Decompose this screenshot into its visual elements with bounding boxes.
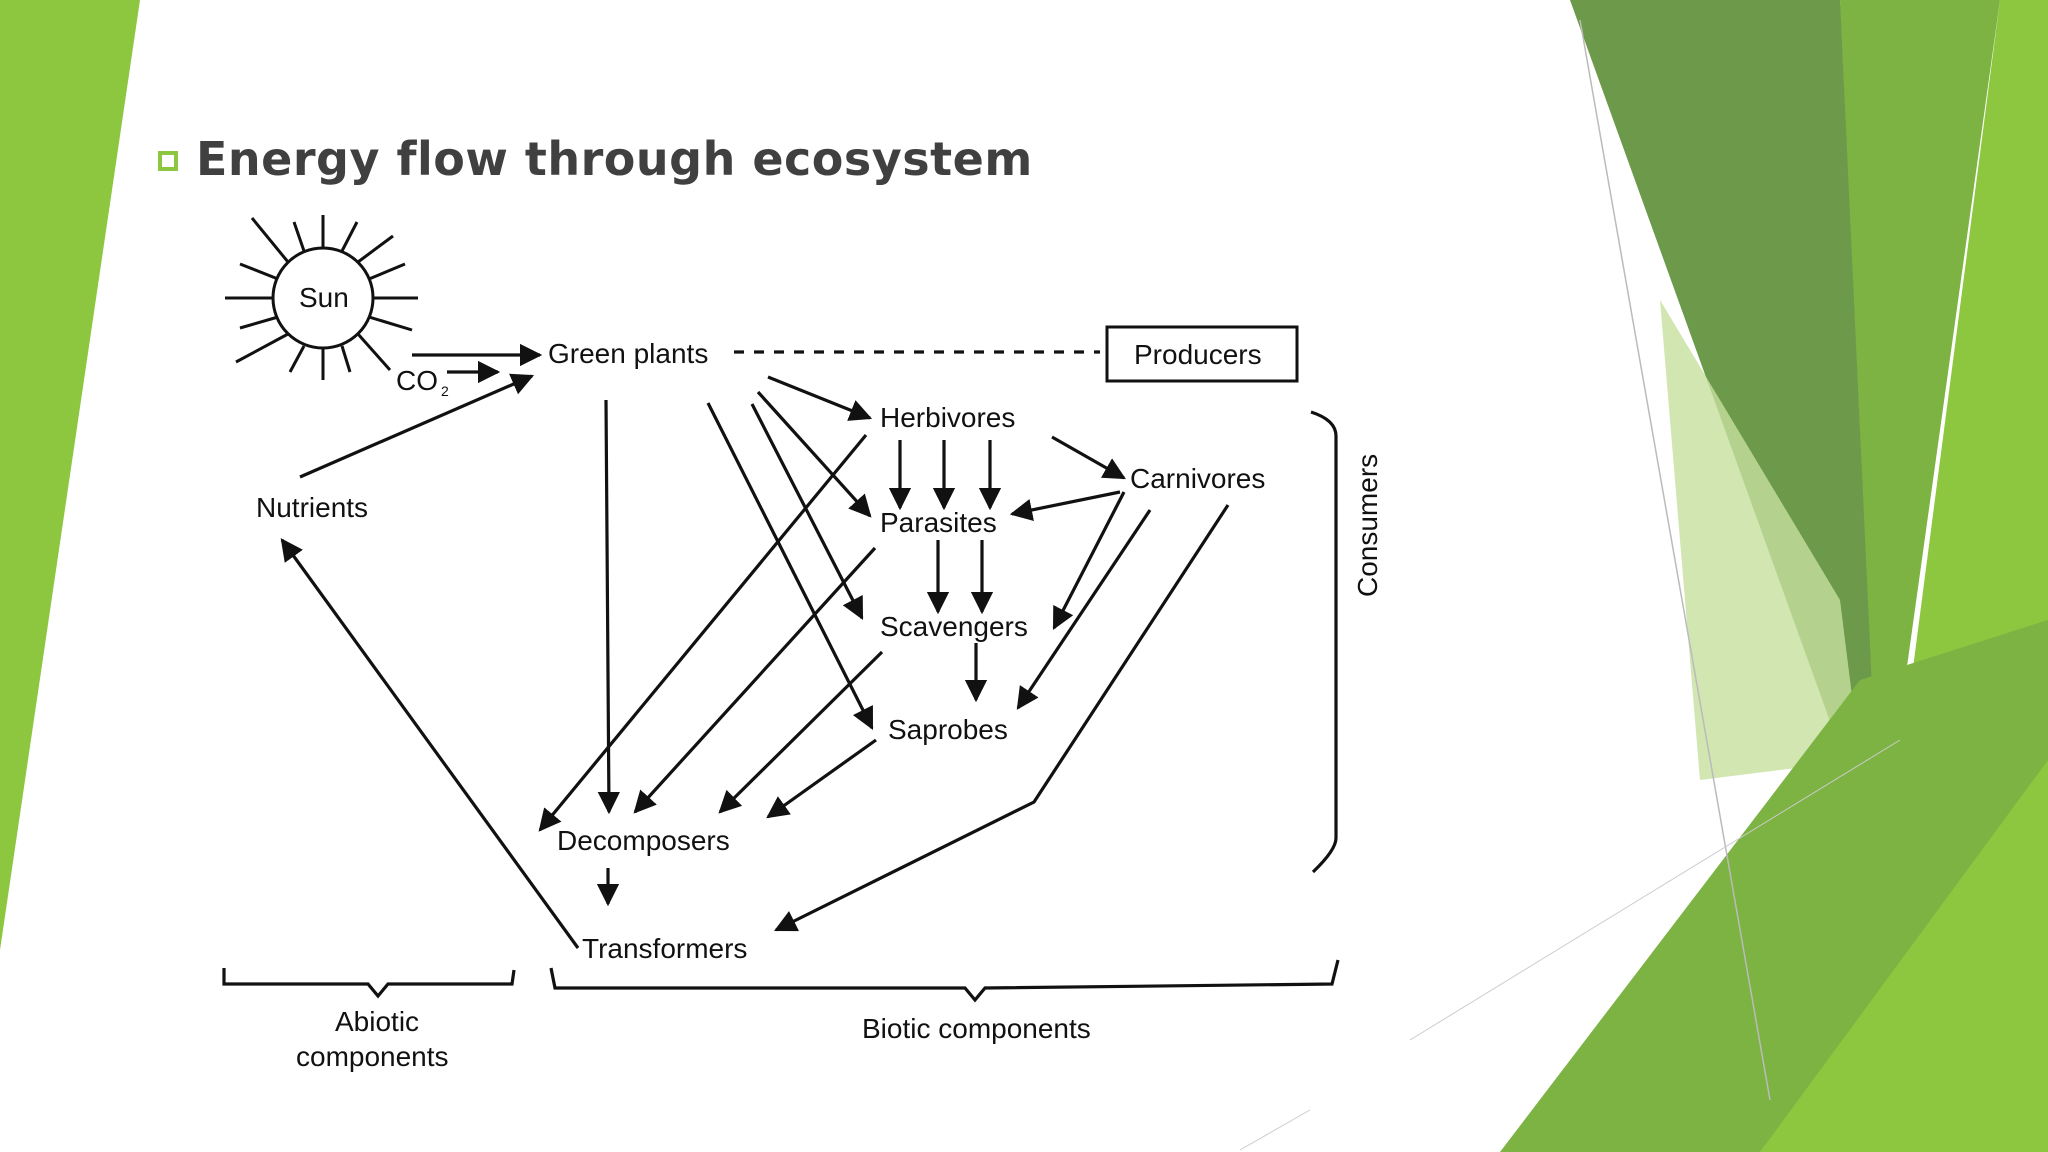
- arrow-plants-to-scavengers: [750, 403, 864, 620]
- biotic-brace: [549, 959, 1340, 1003]
- herbivores-label: Herbivores: [880, 402, 1015, 433]
- svg-text:CO: CO: [396, 365, 438, 396]
- scavengers-label: Scavengers: [880, 611, 1028, 642]
- carnivores-label: Carnivores: [1130, 463, 1265, 494]
- parasites-label: Parasites: [880, 507, 997, 538]
- arrow-saprobes-to-decomposers: [766, 738, 877, 819]
- consumers-bracket: [1310, 410, 1338, 874]
- thin-accent-line: [1409, 739, 1901, 1041]
- abiotic-label-line2: components: [296, 1041, 449, 1072]
- bottom-right-panel: [1760, 760, 2048, 1152]
- abiotic-brace: [222, 968, 516, 999]
- biotic-label: Biotic components: [862, 1013, 1091, 1044]
- right-light-panel: [1660, 300, 1860, 780]
- arrow-plants-to-decomposers: [597, 399, 621, 815]
- component-braces: [222, 410, 1340, 1003]
- arrow-herbivores-to-decomposers: [538, 433, 868, 832]
- producers-label: Producers: [1134, 339, 1262, 370]
- arrow-transformers-to-nutrients: [280, 538, 580, 949]
- arrow-herbivores-to-carnivores: [1051, 435, 1126, 480]
- arrow-nutrients-to-plants: [299, 373, 535, 479]
- arrow-carnivores-to-parasites: [1009, 490, 1121, 521]
- arrow-carnivores-to-saprobes: [1016, 509, 1152, 710]
- thin-accent-line: [1579, 19, 1771, 1101]
- checkbox-bullet-icon: [158, 151, 178, 171]
- arrow-scavengers-to-decomposers: [718, 650, 884, 814]
- arrow-parasites-to-decomposers: [633, 546, 877, 814]
- abiotic-label-line1: Abiotic: [335, 1006, 419, 1037]
- slide-title-text: Energy flow through ecosystem: [196, 132, 1033, 186]
- sun-icon: [225, 215, 418, 380]
- arrow-carnivores-to-scavengers: [1052, 491, 1126, 630]
- left-green-stripe: [0, 0, 140, 950]
- co2-label: CO 2: [396, 365, 449, 399]
- producers-box: [1105, 325, 1299, 383]
- decomposers-label: Decomposers: [557, 825, 730, 856]
- slide-title: Energy flow through ecosystem: [158, 132, 1033, 186]
- arrow-plants-to-saprobes: [706, 402, 874, 730]
- consumers-label: Consumers: [1352, 454, 1383, 597]
- arrow-plants-to-parasites: [756, 390, 872, 518]
- right-mid-panel: [1840, 0, 2000, 860]
- thin-accent-line: [1239, 1109, 1311, 1151]
- flow-arrows: [280, 343, 1230, 949]
- transformers-label: Transformers: [582, 933, 747, 964]
- sun-label: Sun: [299, 282, 349, 313]
- arrow-plants-to-herbivores: [767, 375, 873, 421]
- arrow-carnivores-to-transformers: [773, 504, 1230, 932]
- nutrients-label: Nutrients: [256, 492, 368, 523]
- green-plants-label: Green plants: [548, 338, 708, 369]
- svg-text:2: 2: [441, 383, 449, 399]
- saprobes-label: Saprobes: [888, 714, 1008, 745]
